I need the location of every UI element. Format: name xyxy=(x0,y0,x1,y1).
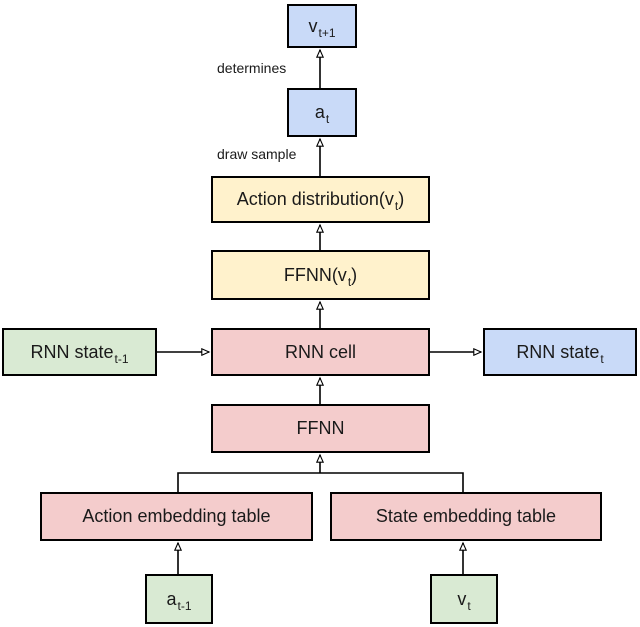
node-state-embedding-label: State embedding table xyxy=(375,506,557,526)
node-action-embedding-label: Action embedding table xyxy=(82,506,271,526)
node-v-next-label: vt+1 xyxy=(308,15,336,40)
edge-label-determines: determines xyxy=(217,60,287,76)
node-rnn-state-next: RNN statet xyxy=(483,328,637,376)
node-a-t-label: at xyxy=(314,102,330,126)
node-state-embedding-table: State embedding table xyxy=(330,492,602,541)
node-a-prev-label: at-1 xyxy=(166,588,192,613)
node-a-t: at xyxy=(287,88,357,137)
node-action-embedding-table: Action embedding table xyxy=(40,492,313,541)
node-ffnn: FFNN xyxy=(211,404,430,453)
node-ffnn-label: FFNN xyxy=(296,418,345,438)
edge-label-draw-sample: draw sample xyxy=(217,146,297,162)
node-rnn-state-prev-label: RNN statet-1 xyxy=(30,341,129,366)
node-rnn-state-next-label: RNN statet xyxy=(516,341,604,366)
node-action-distribution-label: Action distribution(vt) xyxy=(236,189,405,213)
node-rnn-cell: RNN cell xyxy=(211,328,430,376)
node-v-next: vt+1 xyxy=(287,4,357,48)
merge-connector xyxy=(177,472,464,492)
node-rnn-cell-label: RNN cell xyxy=(284,341,356,362)
node-a-prev: at-1 xyxy=(145,574,213,624)
node-ffnn-v: FFNN(vt) xyxy=(211,250,430,300)
node-rnn-state-prev: RNN statet-1 xyxy=(2,328,157,376)
node-v-t-label: vt xyxy=(457,588,471,613)
node-ffnn-v-label: FFNN(vt) xyxy=(283,264,358,289)
node-action-distribution: Action distribution(vt) xyxy=(211,176,430,223)
node-v-t: vt xyxy=(430,574,498,624)
